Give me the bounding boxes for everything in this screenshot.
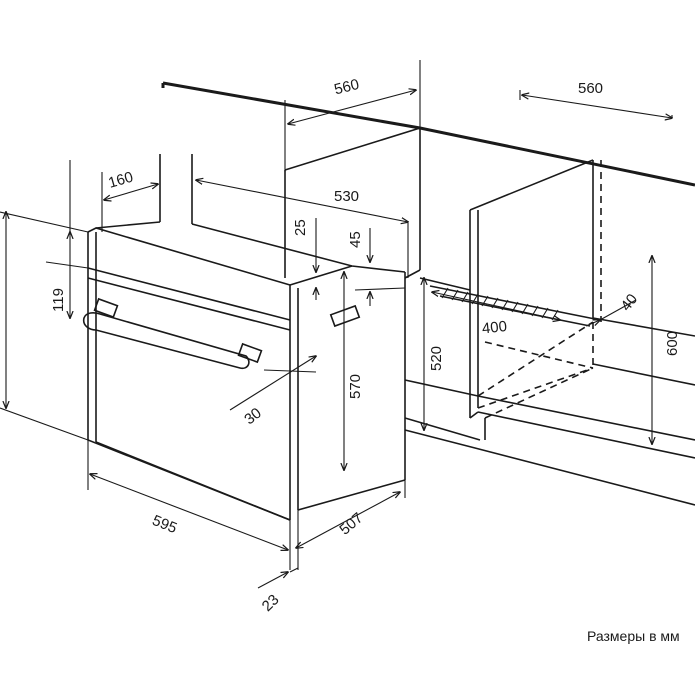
cabinet-niche [284, 127, 695, 506]
oven-body [87, 154, 406, 521]
dim-vent-width: 400 [481, 318, 508, 338]
hidden-edges [477, 160, 602, 419]
dim-niche-depth-top: 560 [333, 76, 361, 99]
dim-niche-height-side: 520 [428, 346, 445, 371]
dim-handle-offset: 160 [106, 169, 135, 192]
dim-top-gap: 25 [292, 219, 309, 236]
dimension-lines [0, 60, 672, 589]
dim-vent-depth: 40 [618, 291, 642, 315]
dim-front-depth: 23 [259, 591, 283, 615]
dim-oven-depth: 507 [336, 509, 366, 538]
dim-panel-height: 119 [50, 288, 67, 312]
countertop [161, 81, 695, 187]
oven-handle [82, 297, 361, 370]
dimension-labels: 560 560 160 530 25 45 119 520 570 600 40… [50, 76, 681, 615]
dim-top-gap2: 45 [347, 231, 364, 248]
dim-niche-width-top: 560 [578, 80, 603, 97]
dim-niche-height: 600 [664, 331, 681, 356]
units-caption: Размеры в мм [587, 628, 680, 644]
dim-handle-depth: 30 [241, 405, 265, 429]
dim-oven-height: 570 [347, 374, 364, 399]
dim-oven-width: 595 [150, 512, 180, 537]
vent-slot [429, 285, 601, 327]
dim-oven-depth-inner: 530 [334, 188, 359, 205]
